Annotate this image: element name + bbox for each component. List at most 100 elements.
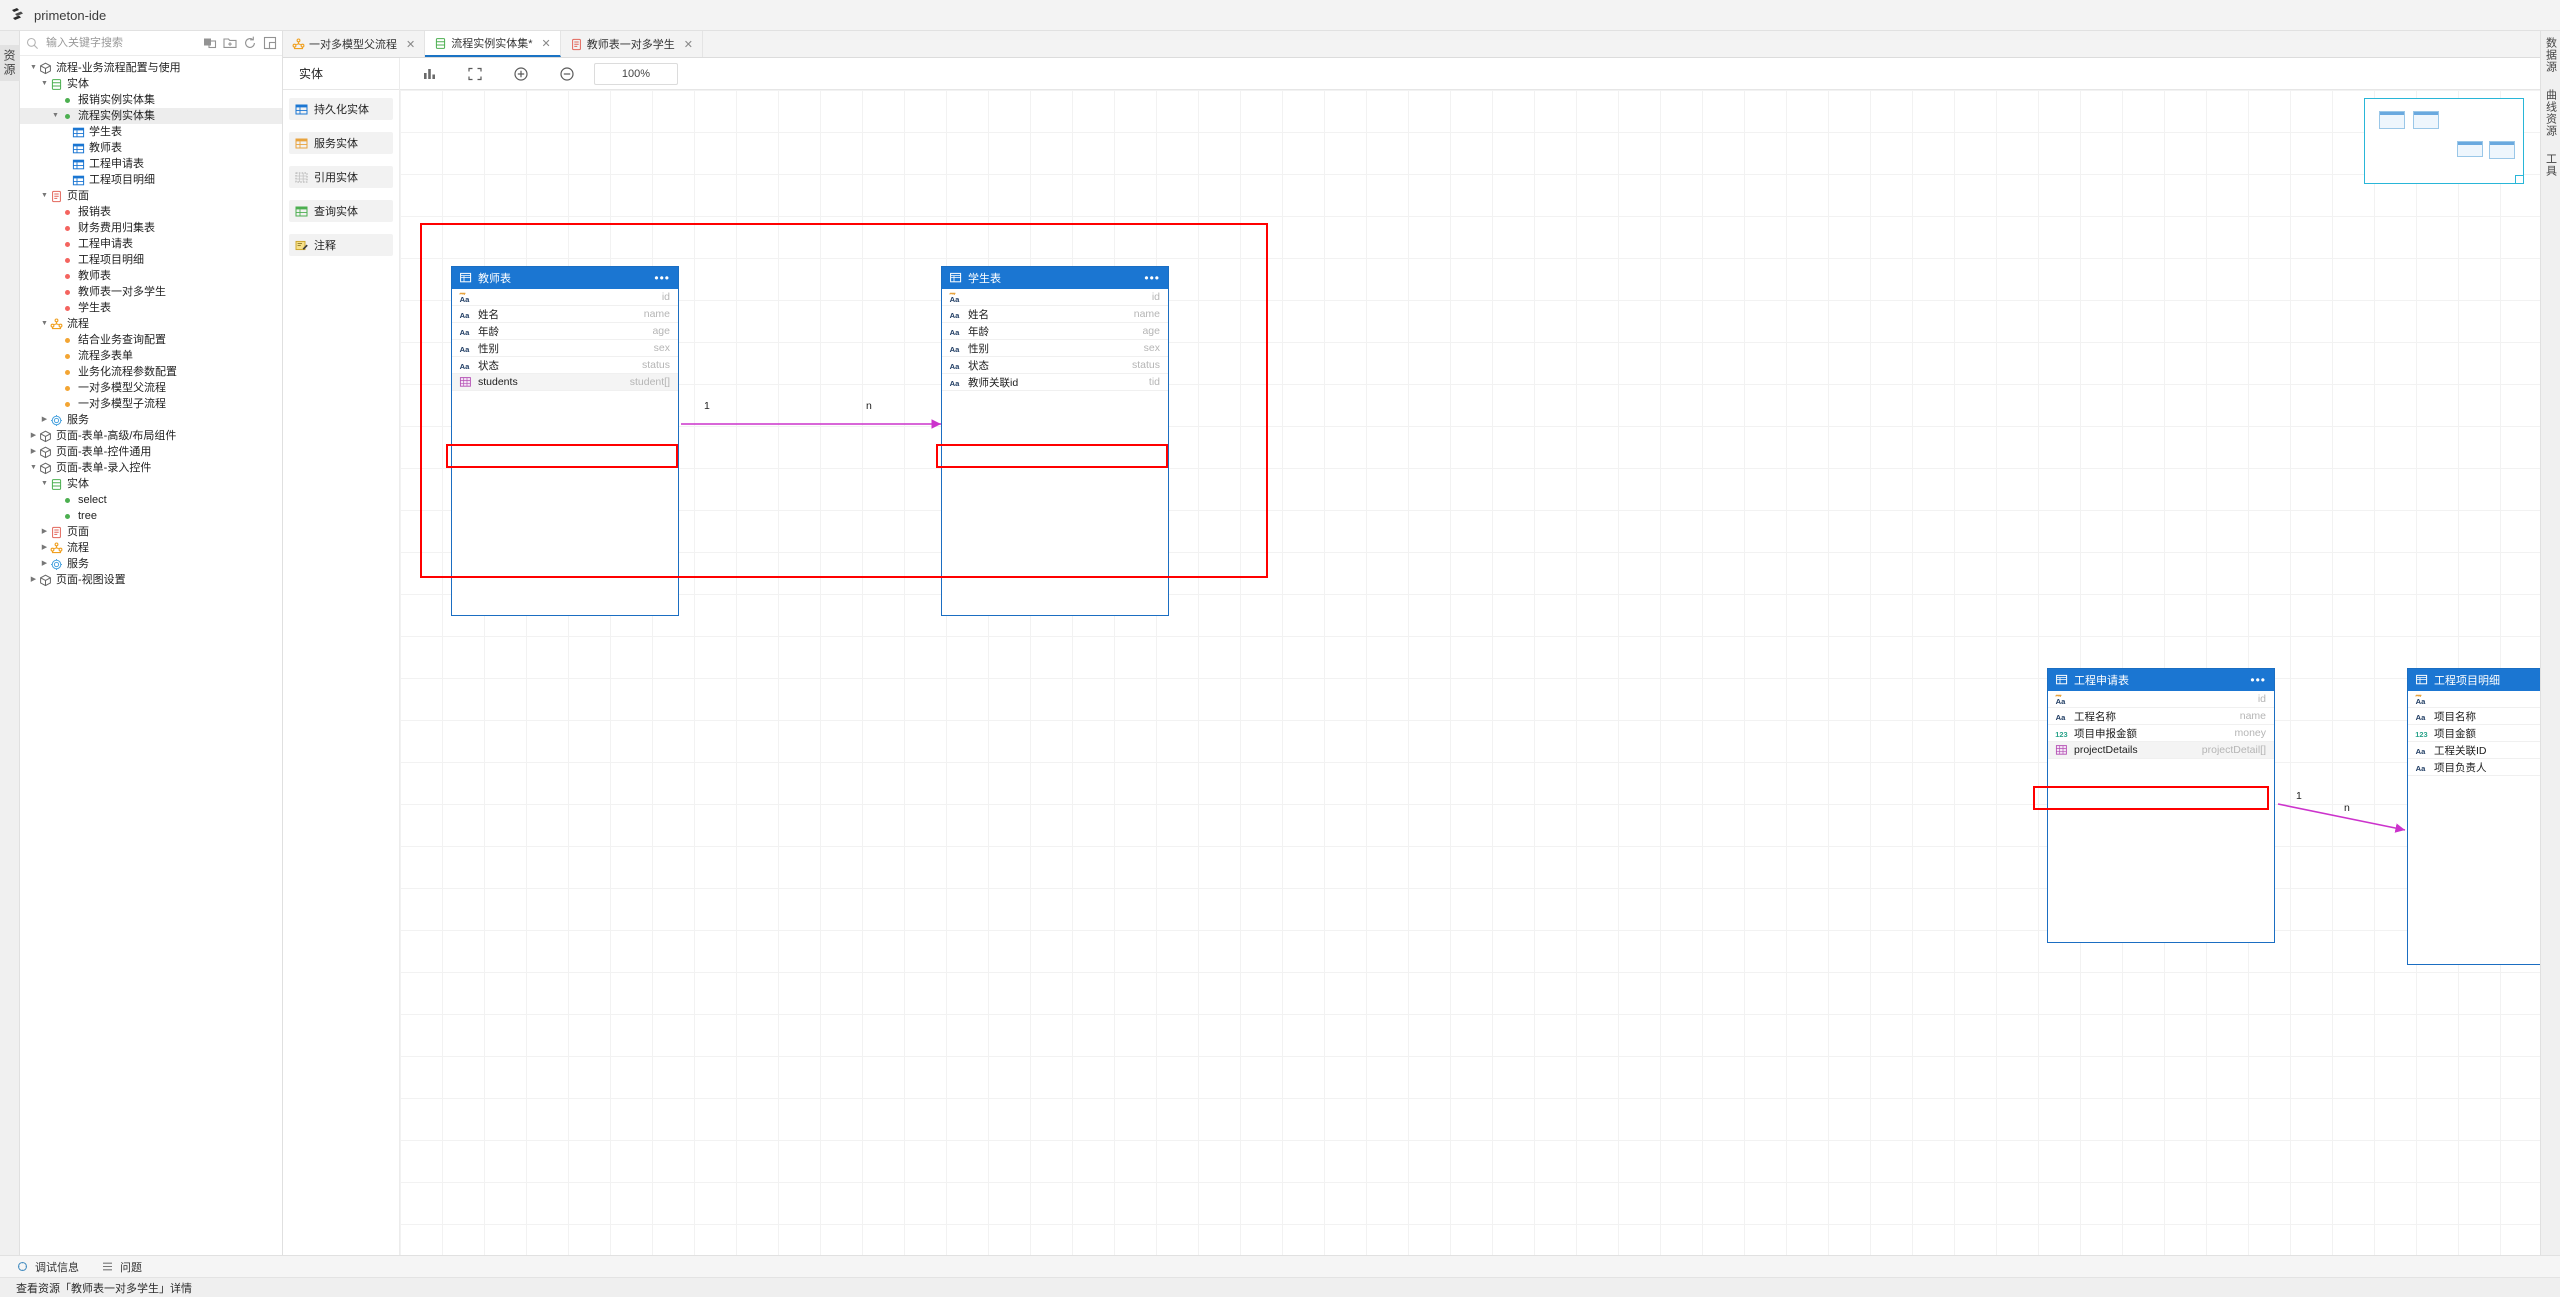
tree-item[interactable]: 财务费用归集表 — [20, 220, 282, 236]
entity-card-header[interactable]: 学生表••• — [942, 267, 1168, 289]
tree-item[interactable]: ▼流程-业务流程配置与使用 — [20, 60, 282, 76]
tree-item[interactable]: 一对多模型子流程 — [20, 396, 282, 412]
entity-card-header[interactable]: 工程项目明细••• — [2408, 669, 2540, 691]
entity-field-row[interactable]: Aa项目负责人head — [2408, 759, 2540, 776]
tree-item[interactable]: ▶页面 — [20, 524, 282, 540]
close-icon[interactable]: ✕ — [541, 37, 551, 50]
editor-tab-bar[interactable]: 一对多模型父流程✕流程实例实体集*✕教师表一对多学生✕ — [283, 31, 2540, 58]
tree-item[interactable]: 学生表 — [20, 300, 282, 316]
tree-item[interactable]: ▶页面-表单-高级/布局组件 — [20, 428, 282, 444]
status-problems[interactable]: 问题 — [101, 1259, 142, 1275]
close-icon[interactable]: ✕ — [683, 38, 693, 51]
tree-item[interactable]: 工程申请表 — [20, 156, 282, 172]
tree-expand-arrow[interactable]: ▼ — [30, 64, 37, 71]
palette-item[interactable]: 注释 — [289, 234, 393, 256]
palette-item[interactable]: 查询实体 — [289, 200, 393, 222]
search-input[interactable] — [44, 36, 198, 50]
entity-field-row[interactable]: 123项目金额money — [2408, 725, 2540, 742]
tree-item[interactable]: ▼实体 — [20, 476, 282, 492]
tree-item[interactable]: ▼流程 — [20, 316, 282, 332]
palette-item[interactable]: 服务实体 — [289, 132, 393, 154]
refresh-icon[interactable] — [242, 35, 258, 51]
tree-expand-arrow[interactable]: ▶ — [30, 432, 37, 439]
entity-card-header[interactable]: 工程申请表••• — [2048, 669, 2274, 691]
tree-item[interactable]: 工程项目明细 — [20, 252, 282, 268]
tree-item[interactable]: ▶页面-视图设置 — [20, 572, 282, 588]
more-dots-icon[interactable]: ••• — [1144, 271, 1160, 285]
chart-icon[interactable] — [412, 62, 446, 86]
fit-screen-icon[interactable] — [458, 62, 492, 86]
left-strip-label[interactable]: 资源 — [0, 45, 20, 81]
palette-item[interactable]: 引用实体 — [289, 166, 393, 188]
new-folder-icon[interactable] — [222, 35, 238, 51]
tree-item[interactable]: 教师表 — [20, 268, 282, 284]
minimap[interactable] — [2364, 98, 2524, 184]
zoom-in-icon[interactable] — [504, 62, 538, 86]
tree-expand-arrow[interactable]: ▼ — [30, 464, 37, 471]
tree-item[interactable]: ▼流程实例实体集 — [20, 108, 282, 124]
entity-palette[interactable]: 持久化实体服务实体引用实体查询实体注释 — [283, 90, 400, 1255]
tree-item[interactable]: tree — [20, 508, 282, 524]
tree-expand-arrow[interactable]: ▶ — [30, 576, 37, 583]
tree-item[interactable]: ▶流程 — [20, 540, 282, 556]
entity-field-row[interactable]: Aa工程关联IDpid — [2408, 742, 2540, 759]
collapse-all-icon[interactable] — [262, 35, 278, 51]
entity-field-row[interactable]: Aa项目名称name — [2408, 708, 2540, 725]
zoom-out-icon[interactable] — [550, 62, 584, 86]
tree-expand-arrow[interactable]: ▼ — [41, 480, 48, 487]
tree-item[interactable]: 工程项目明细 — [20, 172, 282, 188]
tree-expand-arrow[interactable]: ▶ — [41, 544, 48, 551]
tree-item[interactable]: 工程申请表 — [20, 236, 282, 252]
tree-item[interactable]: 报销实例实体集 — [20, 92, 282, 108]
status-debug-info[interactable]: 调试信息 — [16, 1259, 79, 1275]
tree-expand-arrow[interactable]: ▶ — [30, 448, 37, 455]
tree-expand-arrow[interactable]: ▼ — [41, 320, 48, 327]
resource-tree[interactable]: ▼流程-业务流程配置与使用▼实体报销实例实体集▼流程实例实体集学生表教师表工程申… — [20, 56, 282, 1255]
tree-item[interactable]: 业务化流程参数配置 — [20, 364, 282, 380]
palette-item[interactable]: 持久化实体 — [289, 98, 393, 120]
tree-item[interactable]: 一对多模型父流程 — [20, 380, 282, 396]
tree-expand-arrow[interactable]: ▶ — [41, 416, 48, 423]
tree-item[interactable]: 教师表一对多学生 — [20, 284, 282, 300]
tree-expand-arrow[interactable]: ▶ — [41, 560, 48, 567]
tree-item[interactable]: 学生表 — [20, 124, 282, 140]
editor-tab[interactable]: 流程实例实体集*✕ — [425, 31, 561, 57]
tree-item[interactable]: 教师表 — [20, 140, 282, 156]
tree-expand-arrow[interactable]: ▼ — [41, 80, 48, 87]
tree-item[interactable]: 报销表 — [20, 204, 282, 220]
tree-item[interactable]: ▼页面 — [20, 188, 282, 204]
tree-item[interactable]: ▼实体 — [20, 76, 282, 92]
tree-item[interactable]: ▶页面-表单-控件通用 — [20, 444, 282, 460]
right-strip-label-curve[interactable]: 曲线资源 — [2544, 89, 2557, 137]
tree-item[interactable]: ▶服务 — [20, 412, 282, 428]
tree-item[interactable]: ▼页面-表单-录入控件 — [20, 460, 282, 476]
tree-item[interactable]: ▶服务 — [20, 556, 282, 572]
right-strip-label-tools[interactable]: 工具 — [2544, 153, 2557, 177]
close-icon[interactable]: ✕ — [406, 38, 416, 51]
editor-tab[interactable]: 教师表一对多学生✕ — [560, 31, 703, 57]
link-editor-icon[interactable] — [202, 35, 218, 51]
tree-expand-arrow[interactable]: ▶ — [41, 528, 48, 535]
entity-card[interactable]: 工程项目明细•••AaidAa项目名称name123项目金额moneyAa工程关… — [2407, 668, 2540, 965]
zoom-level-field[interactable]: 100% — [594, 62, 678, 85]
tree-item[interactable]: 流程多表单 — [20, 348, 282, 364]
minimap-resize-handle[interactable] — [2515, 175, 2524, 184]
